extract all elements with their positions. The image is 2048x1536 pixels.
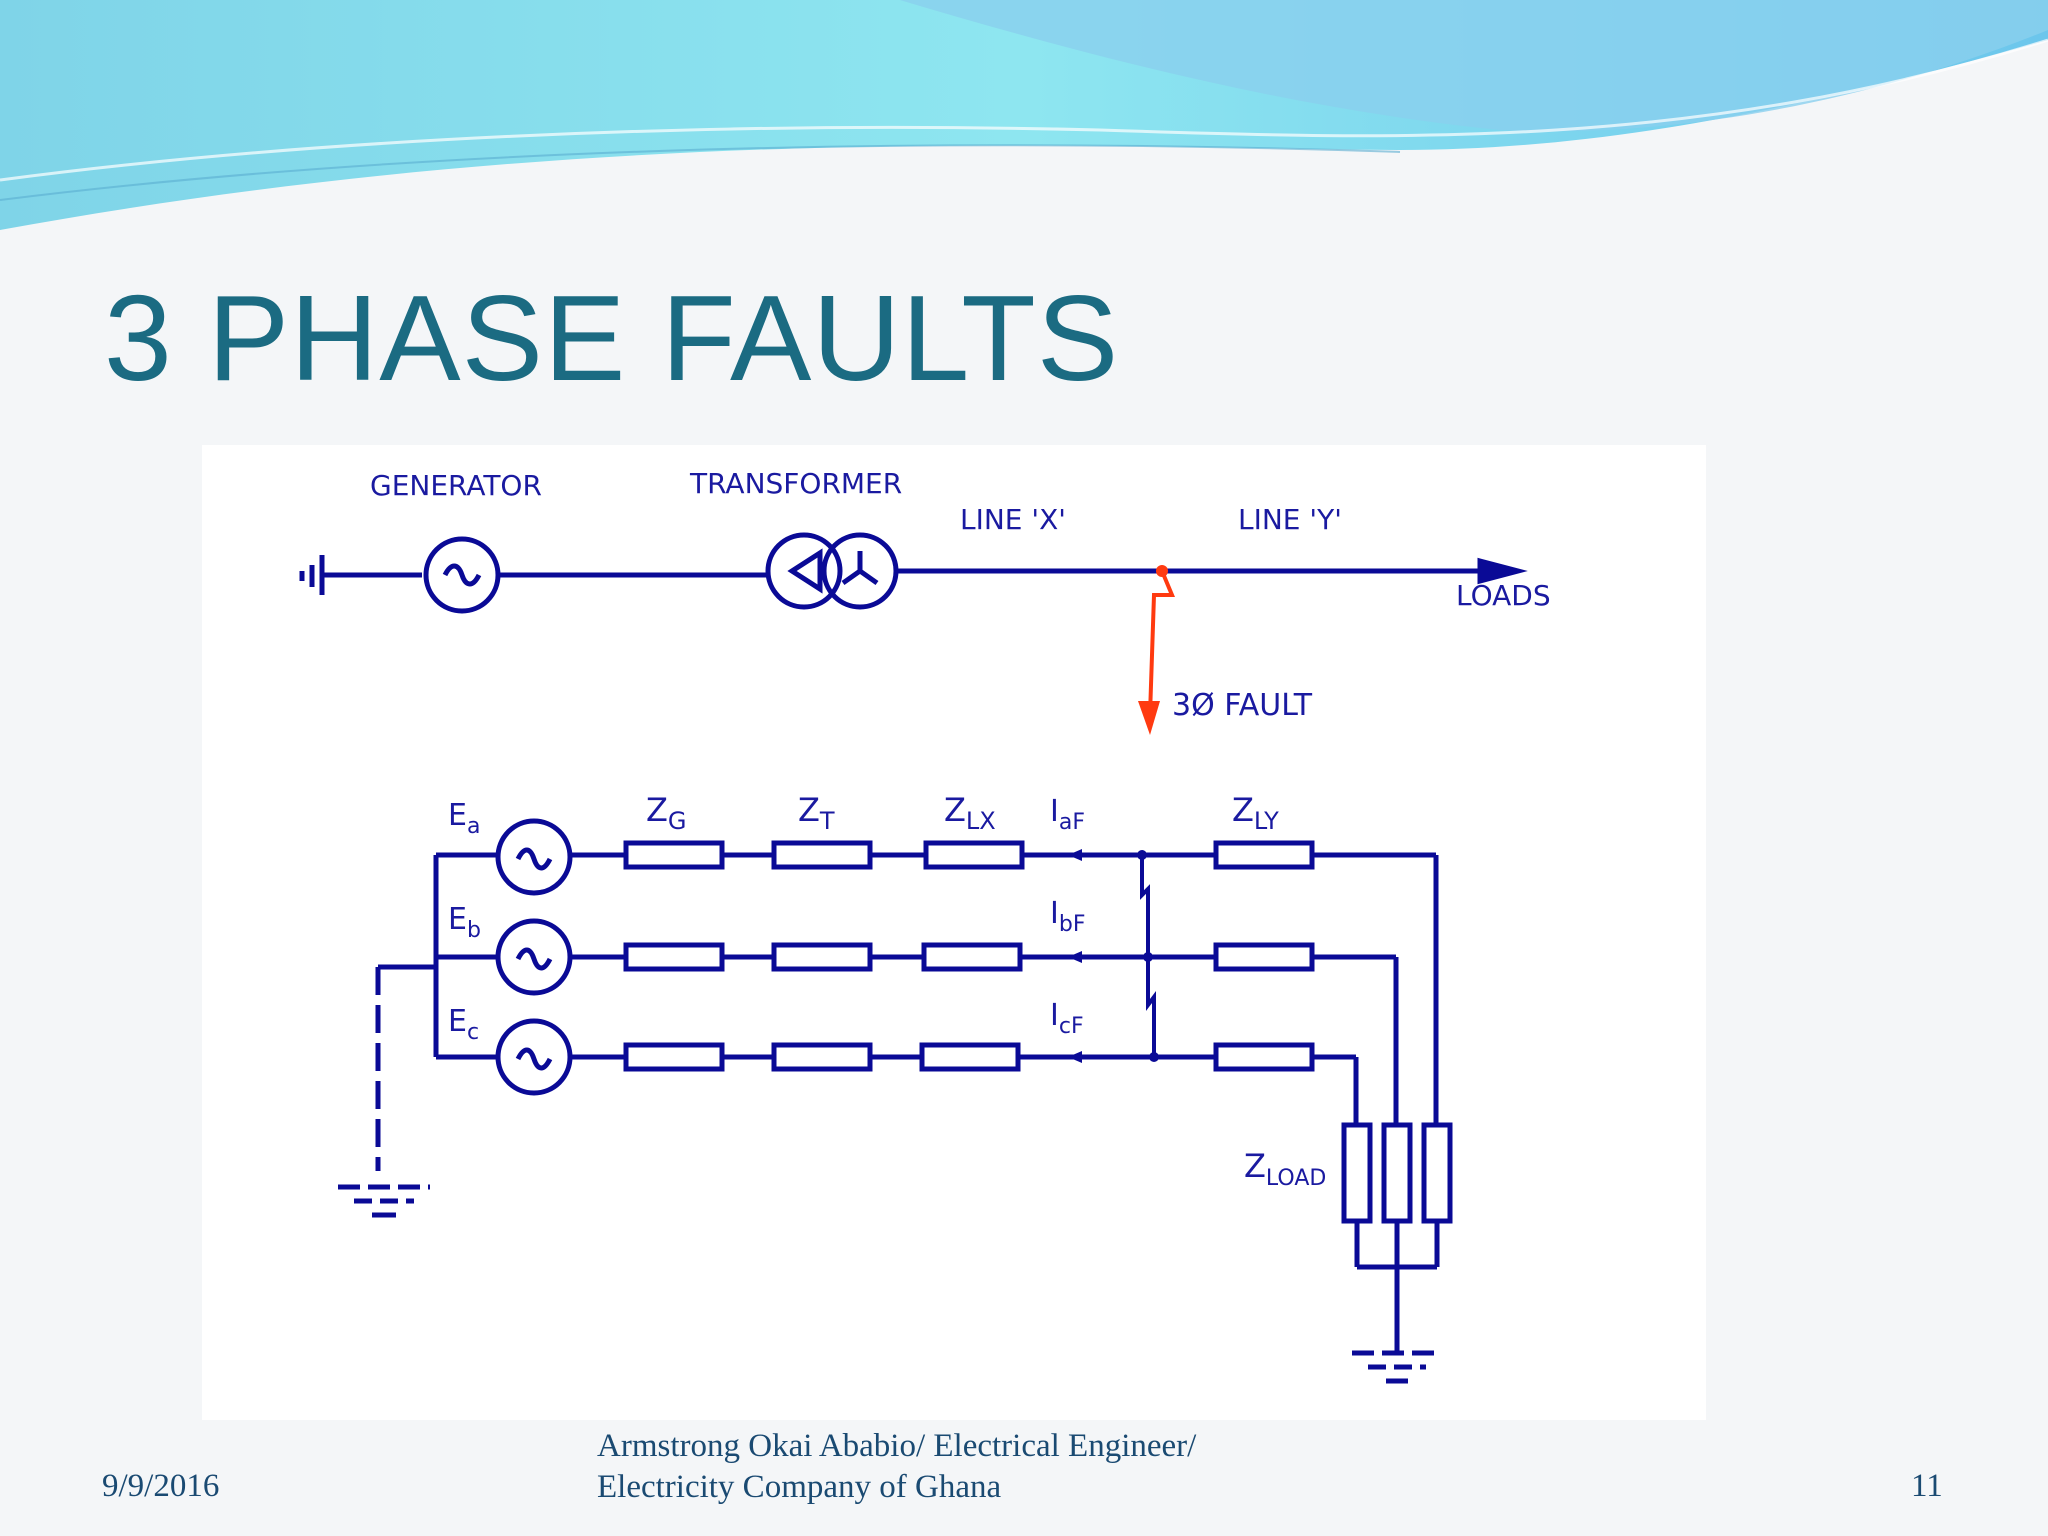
footer-date: 9/9/2016 bbox=[102, 1468, 220, 1504]
transformer-label: TRANSFORMER bbox=[689, 467, 902, 500]
footer-page-number: 11 bbox=[1911, 1468, 1943, 1504]
source-label-ea: Ea bbox=[448, 798, 480, 839]
current-arrow-a bbox=[1068, 849, 1082, 861]
impedance-zt-phase-c bbox=[771, 1042, 873, 1072]
impedance-zlx-phase-b bbox=[921, 942, 1023, 972]
impedance-zlx-phase-a bbox=[923, 840, 1025, 870]
loads-label: LOADS bbox=[1456, 579, 1551, 612]
load-impedance-c bbox=[1421, 1122, 1453, 1224]
impedance-zg-phase-b bbox=[623, 942, 725, 972]
generator-label: GENERATOR bbox=[370, 469, 542, 502]
current-label-icf: IcF bbox=[1050, 998, 1084, 1039]
impedance-zly-phase-c bbox=[1213, 1042, 1315, 1072]
impedance-label-zly: ZLY bbox=[1232, 791, 1279, 835]
impedance-label-zg: ZG bbox=[646, 791, 687, 835]
load-ground-icon bbox=[1352, 1350, 1442, 1384]
footer-author: Armstrong Okai Ababio/ Electrical Engine… bbox=[597, 1426, 1196, 1508]
current-arrow-c bbox=[1068, 1051, 1082, 1063]
three-phase-fault-diagram: GENERATOR TRANSFORMER LINE 'X' LINE 'Y' … bbox=[202, 445, 1706, 1420]
impedance-label-zlx: ZLX bbox=[944, 791, 996, 835]
source-label-ec: Ec bbox=[448, 1004, 479, 1045]
load-impedance-label: ZLOAD bbox=[1244, 1147, 1326, 1191]
slide-title: 3 PHASE FAULTS bbox=[104, 270, 1120, 406]
impedance-zlx-phase-c bbox=[919, 1042, 1021, 1072]
source-ground-icon bbox=[338, 1184, 430, 1218]
load-impedance-b bbox=[1381, 1122, 1413, 1224]
impedance-zly-phase-a bbox=[1213, 840, 1315, 870]
current-arrow-b bbox=[1068, 951, 1082, 963]
impedance-zt-phase-a bbox=[771, 840, 873, 870]
transformer-icon bbox=[765, 532, 899, 610]
impedance-label-zt: ZT bbox=[798, 791, 835, 835]
header-wave-decoration bbox=[0, 0, 2048, 230]
source-label-eb: Eb bbox=[448, 902, 481, 943]
fault-lightning-icon bbox=[1148, 570, 1175, 716]
generator-ground-icon bbox=[299, 555, 325, 595]
current-label-ibf: IbF bbox=[1050, 896, 1085, 937]
impedance-zt-phase-b bbox=[771, 942, 873, 972]
line-x-label: LINE 'X' bbox=[960, 503, 1066, 536]
load-impedance-a bbox=[1341, 1122, 1373, 1224]
impedance-zg-phase-a bbox=[623, 840, 725, 870]
current-label-iaf: IaF bbox=[1050, 794, 1085, 835]
impedance-zly-phase-b bbox=[1213, 942, 1315, 972]
footer-author-line1: Armstrong Okai Ababio/ Electrical Engine… bbox=[597, 1428, 1197, 1464]
line-y-label: LINE 'Y' bbox=[1238, 503, 1342, 536]
impedance-zg-phase-c bbox=[623, 1042, 725, 1072]
fault-label: 3Ø FAULT bbox=[1172, 688, 1313, 723]
footer-author-line2: Electricity Company of Ghana bbox=[597, 1469, 1002, 1505]
loads-arrow-icon bbox=[1477, 557, 1528, 585]
